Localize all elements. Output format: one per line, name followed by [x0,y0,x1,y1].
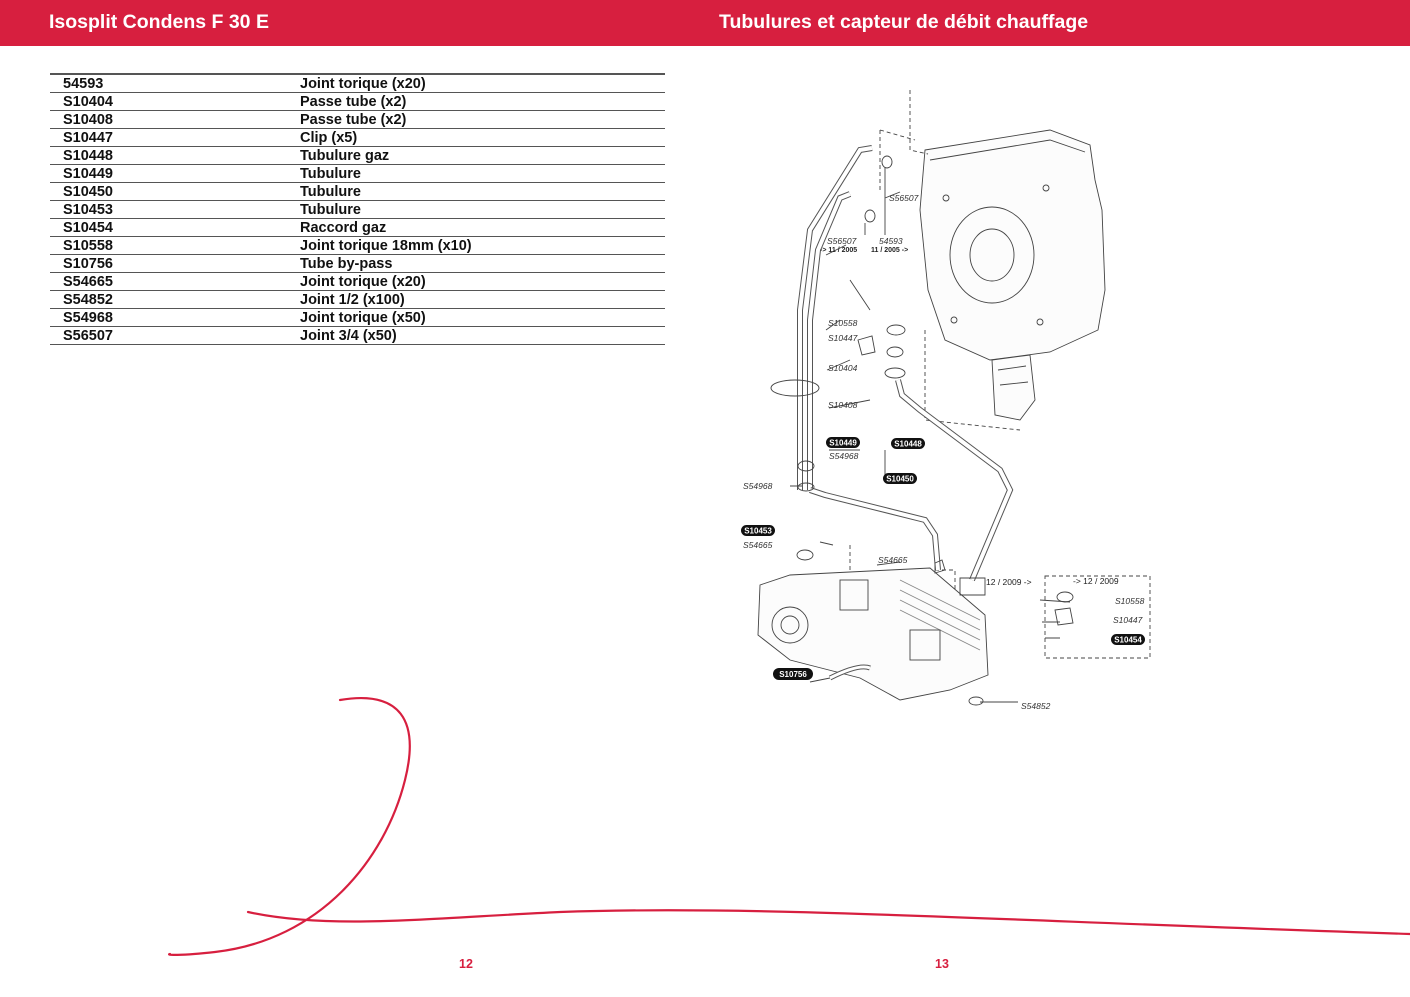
part-description: Passe tube (x2) [300,92,665,111]
label-s10447-box: S10447 [1113,615,1143,625]
part-description: Joint torique (x50) [300,308,665,327]
part-reference: S10453 [50,200,300,219]
diagram-labels: S56507 S56507 -> 11 / 2005 54593 11 / 20… [743,193,1145,711]
part-description: Passe tube (x2) [300,110,665,129]
label-54593: 54593 [879,236,903,246]
part-reference: S10756 [50,254,300,273]
label-s10447-top: S10447 [828,333,858,343]
part-reference: S10447 [50,128,300,147]
callout-s10449: S10449 [829,439,857,448]
diagram-callouts: S10449 S10448 S10450 S10453 S10454 S1075… [741,437,1145,680]
page-number-right: 13 [935,957,949,971]
parts-diagram: S56507 S56507 -> 11 / 2005 54593 11 / 20… [741,90,1151,711]
label-date-after-2005: 11 / 2005 -> [871,247,908,254]
label-s54665-a: S54665 [743,540,773,550]
label-s54852: S54852 [1021,701,1051,711]
document-title: Isosplit Condens F 30 E [49,11,269,33]
part-description: Tubulure [300,200,665,219]
part-reference: S10558 [50,236,300,255]
label-s10558-top: S10558 [828,318,858,328]
label-s10404: S10404 [828,363,858,373]
part-description: Joint torique 18mm (x10) [300,236,665,255]
part-reference: S10450 [50,182,300,201]
label-date-before-2009: -> 12 / 2009 [1073,576,1119,586]
part-description: Tubulure [300,182,665,201]
label-s54665-b: S54665 [878,555,908,565]
part-description: Tubulure [300,164,665,183]
part-reference: S54968 [50,308,300,327]
part-reference: S54852 [50,290,300,309]
part-reference: S10454 [50,218,300,237]
label-s10408: S10408 [828,400,858,410]
page-header: Isosplit Condens F 30 E Tubulures et cap… [0,0,1410,46]
part-reference: S10448 [50,146,300,165]
label-s54968-b: S54968 [743,481,773,491]
part-reference: S56507 [50,326,300,345]
label-date-before-2005: -> 11 / 2005 [820,247,857,254]
label-date-after-2009: 12 / 2009 -> [986,577,1032,587]
part-reference: 54593 [50,74,300,93]
part-description: Tubulure gaz [300,146,665,165]
part-description: Joint torique (x20) [300,272,665,291]
part-description: Joint torique (x20) [300,74,665,93]
label-s54968-a: S54968 [829,451,859,461]
part-reference: S10408 [50,110,300,129]
label-s56507-mid: S56507 [827,236,857,246]
callout-s10756: S10756 [779,670,807,679]
part-description: Joint 3/4 (x50) [300,326,665,345]
part-reference: S10449 [50,164,300,183]
part-reference: S54665 [50,272,300,291]
section-title: Tubulures et capteur de débit chauffage [719,11,1089,33]
callout-s10453: S10453 [744,527,772,536]
label-s56507-top: S56507 [889,193,919,203]
callout-s10454: S10454 [1114,636,1142,645]
callout-s10450: S10450 [886,475,914,484]
label-s10558-box: S10558 [1115,596,1145,606]
part-description: Raccord gaz [300,218,665,237]
callout-s10448: S10448 [894,440,922,449]
page-number-left: 12 [459,957,473,971]
part-description: Joint 1/2 (x100) [300,290,665,309]
part-description: Clip (x5) [300,128,665,147]
part-reference: S10404 [50,92,300,111]
part-description: Tube by-pass [300,254,665,273]
